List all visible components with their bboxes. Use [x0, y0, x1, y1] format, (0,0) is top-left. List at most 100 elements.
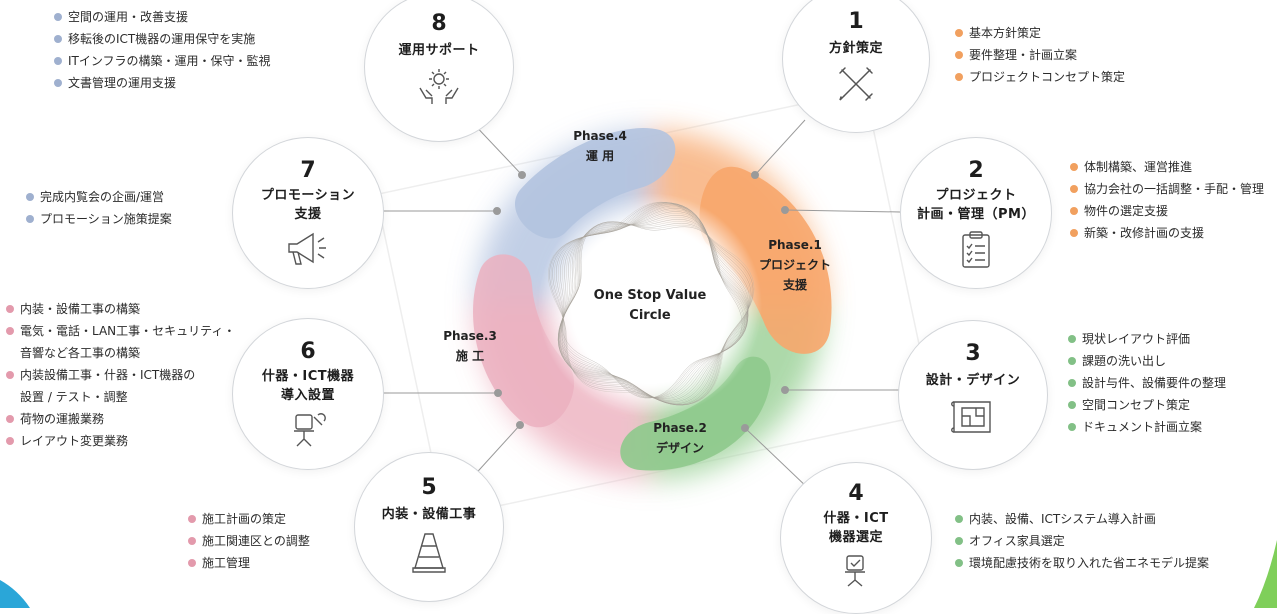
list-item-continued: 設置 / テスト・調整	[20, 390, 128, 404]
clipboard-icon	[962, 231, 990, 268]
bullet-dot	[188, 559, 196, 567]
list-item: 完成内覧会の企画/運営	[26, 186, 172, 208]
phase1-label: Phase.1 プロジェクト 支援	[758, 238, 831, 292]
phase3-blob	[473, 254, 575, 428]
step-5-number: 5	[421, 475, 437, 500]
list-item: ITインフラの構築・運用・保守・監視	[54, 50, 271, 72]
bullet-dot	[1070, 229, 1078, 237]
tools-icon	[839, 67, 873, 101]
bullet-dot	[955, 515, 963, 523]
connector-lines	[382, 119, 901, 491]
wave-line	[550, 202, 753, 406]
list-item: 電気・電話・LAN工事・セキュリティ・	[6, 320, 235, 342]
step-5-title: 内装・設備工事	[381, 507, 477, 522]
list-item: 空間の運用・改善支援	[54, 6, 271, 28]
bullet-dot	[26, 193, 34, 201]
bullet-dot	[54, 35, 62, 43]
step-4-bullets: 内装、設備、ICTシステム導入計画 オフィス家具選定 環境配慮技術を取り入れた省…	[955, 508, 1209, 574]
list-item: 物件の選定支援	[1070, 200, 1264, 222]
bullet-dot	[6, 305, 14, 313]
step-6-title: 什器・ICT機器 導入設置	[261, 369, 355, 403]
bullet-dot	[1070, 207, 1078, 215]
connector-dot-3	[781, 386, 789, 394]
list-item: 施工管理	[188, 552, 310, 574]
list-item: ドキュメント計画立案	[1068, 416, 1226, 438]
step-1-bullets: 基本方針策定 要件整理・計画立案 プロジェクトコンセプト策定	[955, 22, 1125, 88]
bullet-dot	[1068, 357, 1076, 365]
connector-dot-4	[741, 424, 749, 432]
list-item: 新築・改修計画の支援	[1070, 222, 1264, 244]
bullet-dot	[1070, 163, 1078, 171]
list-item: レイアウト変更業務	[6, 430, 235, 452]
list-item: 施工計画の策定	[188, 508, 310, 530]
chair-wrench-icon	[294, 413, 326, 447]
wave-line	[549, 202, 754, 406]
bullet-dot	[54, 13, 62, 21]
step-3-circle: 3 設計・デザイン	[898, 320, 1048, 470]
step-1-title: 方針策定	[828, 41, 883, 56]
bullet-dot	[1068, 423, 1076, 431]
step-8-title: 運用サポート	[398, 43, 480, 58]
bullet-dot	[1068, 379, 1076, 387]
list-item: 内装・設備工事の構築	[6, 298, 235, 320]
list-item: 空間コンセプト策定	[1068, 394, 1226, 416]
list-item: 内装、設備、ICTシステム導入計画	[955, 508, 1209, 530]
bullet-dot	[6, 415, 14, 423]
connector-1	[754, 119, 806, 176]
center-wave-ring	[548, 201, 755, 406]
list-item: 協力会社の一括調整・手配・管理	[1070, 178, 1264, 200]
list-item: 移転後のICT機器の運用保守を実施	[54, 28, 271, 50]
wave-line	[554, 202, 751, 406]
list-item: 基本方針策定	[955, 22, 1125, 44]
list-item: オフィス家具選定	[955, 530, 1209, 552]
step-1-circle: 1 方針策定	[782, 0, 930, 133]
step-8-circle: 8 運用サポート	[364, 0, 514, 142]
step-4-title: 什器・ICT 機器選定	[823, 511, 889, 545]
connector-dot-5	[516, 421, 524, 429]
wave-line	[548, 201, 755, 405]
connector-dot-6	[494, 389, 502, 397]
list-item: プロモーション施策提案	[26, 208, 172, 230]
bullet-dot	[1068, 401, 1076, 409]
list-item: プロジェクトコンセプト策定	[955, 66, 1125, 88]
step-1-number: 1	[848, 9, 864, 34]
inner-core	[538, 193, 762, 417]
phase4-blob	[514, 128, 676, 239]
wave-line	[552, 202, 752, 406]
step-2-circle: 2 プロジェクト 計画・管理（PM）	[900, 137, 1052, 289]
list-item: 文書管理の運用支援	[54, 72, 271, 94]
bullet-dot	[955, 559, 963, 567]
list-item: 環境配慮技術を取り入れた省エネモデル提案	[955, 552, 1209, 574]
wave-line	[558, 203, 750, 405]
bullet-dot	[1068, 335, 1076, 343]
step-5-circle: 5 内装・設備工事	[354, 452, 504, 602]
connector-dot-8	[518, 171, 526, 179]
phase3-label: Phase.3 施 工	[443, 329, 497, 363]
bullet-dot	[54, 79, 62, 87]
step-4-circle: 4 什器・ICT 機器選定	[780, 462, 932, 614]
step-2-title: プロジェクト 計画・管理（PM）	[917, 188, 1035, 222]
list-item: 要件整理・計画立案	[955, 44, 1125, 66]
bullet-dot	[188, 515, 196, 523]
step-3-title: 設計・デザイン	[925, 373, 1021, 388]
bullet-dot	[955, 51, 963, 59]
list-item: 設計与件、設備要件の整理	[1068, 372, 1226, 394]
step-2-bullets: 体制構築、運営推進 協力会社の一括調整・手配・管理 物件の選定支援 新築・改修計…	[1070, 156, 1264, 244]
connector-2	[784, 209, 901, 213]
step-7-number: 7	[300, 158, 316, 183]
corner-accent-right	[1254, 540, 1277, 608]
step-8-number: 8	[431, 11, 447, 36]
connector-dot-2	[781, 206, 789, 214]
bullet-dot	[1070, 185, 1078, 193]
blueprint-icon	[951, 401, 991, 433]
chair-check-icon	[845, 555, 865, 587]
bullet-dot	[955, 537, 963, 545]
bullet-dot	[6, 437, 14, 445]
gear-hands-icon	[419, 69, 459, 104]
step-7-bullets: 完成内覧会の企画/運営 プロモーション施策提案	[26, 186, 172, 230]
phase4-label: Phase.4 運 用	[573, 129, 627, 163]
wave-line	[555, 202, 750, 405]
list-item: 内装設備工事・什器・ICT機器の	[6, 364, 235, 386]
step-8-bullets: 空間の運用・改善支援 移転後のICT機器の運用保守を実施 ITインフラの構築・運…	[54, 6, 271, 94]
